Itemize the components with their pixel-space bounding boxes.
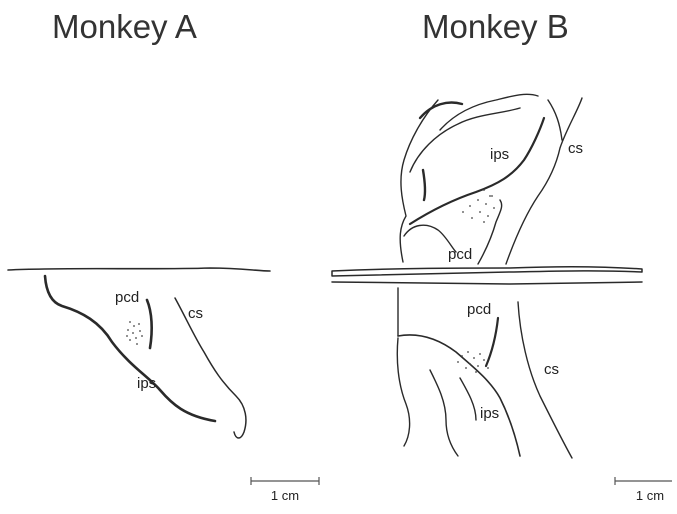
panel-b-lower-cut-edge [331,281,643,285]
panel-b-title: Monkey B [422,8,569,45]
panel-a-pcd-sulcus [145,298,153,350]
panel-b-lower-inner-fold [429,369,459,457]
panel-b-upper-top-fold-2 [439,93,539,131]
panel-b-lower-pcd-sulcus [484,316,500,368]
panel-b-label-cs-lower: cs [544,361,559,378]
panel-a-title: Monkey A [52,8,197,45]
panel-b-upper-short-fold [421,168,427,202]
panel-b-upper-pcd-sulcus [477,199,503,265]
panel-b-upper-cut-edge [331,265,643,277]
panel-a-cs-sulcus [174,297,247,439]
panel-a-label-ips: ips [137,375,156,392]
panel-b-upper-ips-sulcus [408,116,546,226]
panel-b-upper-top-fold-3 [409,107,521,173]
panel-b-upper-pcd-region [403,224,457,253]
panel-a-label-pcd: pcd [115,289,139,306]
panel-a-recording-sites [126,321,143,345]
panel-b-upper-top-fold-1 [418,101,464,120]
panel-b-lower-cs-sulcus [517,301,573,459]
panel-a-brain-edge [7,267,271,272]
panel-b-upper-cs-sulcus [505,97,583,265]
panel-b-lower-ips-sulcus [397,334,521,457]
panel-b-label-ips-upper: ips [490,146,509,163]
panel-b-lower-mid-fold [459,377,477,421]
panel-a-ips-sulcus [43,274,217,423]
panel-b-label-cs-upper: cs [568,140,583,157]
panel-a-scale-bar [250,477,320,485]
panel-b-scale-bar-label: 1 cm [636,488,664,503]
panel-a-scale-bar-label: 1 cm [271,488,299,503]
panel-b-upper-left-contour [399,99,439,263]
panel-b-label-ips-lower: ips [480,405,499,422]
panel-b-scale-bar [614,477,672,485]
panel-b-label-pcd-upper: pcd [448,246,472,263]
panel-a: pcd cs ips 1 cm [7,267,320,503]
panel-a-label-cs: cs [188,305,203,322]
panel-b-upper-right-fold [547,99,563,141]
panel-b-label-pcd-lower: pcd [467,301,491,318]
panel-b-lower-recording-sites [457,351,489,373]
panel-b-lower-outer-fold [396,337,411,447]
panel-b-upper-recording-sites [462,189,495,223]
panel-b: ips cs pcd p [331,93,672,503]
